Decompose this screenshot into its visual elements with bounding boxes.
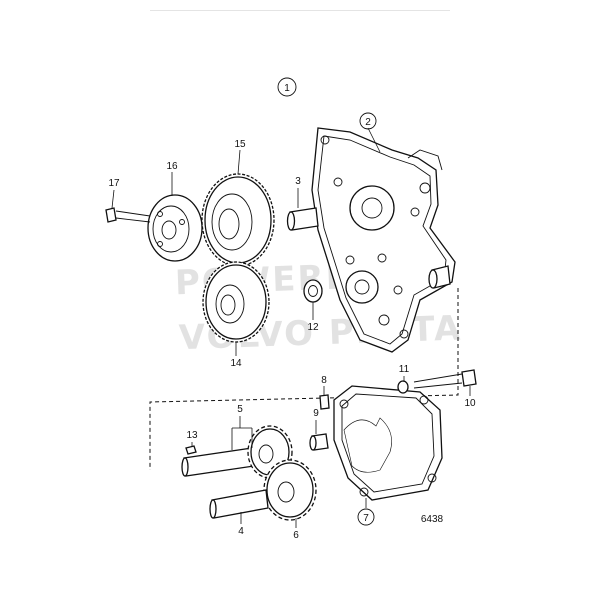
callout-3: 3 xyxy=(295,176,301,187)
callout-6: 6 xyxy=(293,530,299,541)
callout-17: 17 xyxy=(108,178,120,189)
part-7-pump-housing xyxy=(333,385,443,501)
part-16-hub xyxy=(147,194,203,262)
callout-15: 15 xyxy=(234,139,246,150)
right-bushing xyxy=(428,265,451,289)
timing-cover-plate xyxy=(311,127,456,353)
part-6-driven-gear xyxy=(263,459,317,521)
callout-12: 12 xyxy=(307,322,319,333)
assembly-frame xyxy=(149,288,459,470)
part-10-bolt xyxy=(413,369,477,389)
part-11-washer xyxy=(397,380,409,394)
callout-5: 5 xyxy=(237,404,243,415)
svg-text:2: 2 xyxy=(365,117,371,128)
reference-number: 6438 xyxy=(421,514,444,525)
part-13-key xyxy=(185,445,197,455)
part-15-camshaft-gear xyxy=(201,173,275,267)
callout-10: 10 xyxy=(464,398,476,409)
callout-9: 9 xyxy=(313,408,319,419)
leader-lines xyxy=(111,127,471,528)
view-number: 1 xyxy=(284,83,290,94)
callout-11: 11 xyxy=(399,364,410,375)
part-12-washer xyxy=(303,279,323,303)
callout-4: 4 xyxy=(238,526,244,537)
part-4-shaft xyxy=(209,489,269,519)
part-3-bushing xyxy=(286,207,319,231)
callout-16: 16 xyxy=(166,161,178,172)
svg-text:7: 7 xyxy=(363,513,369,524)
callout-8: 8 xyxy=(321,375,327,386)
callout-2: 2 xyxy=(359,112,377,130)
part-17-bolt xyxy=(105,207,151,223)
top-border-line xyxy=(150,10,450,11)
part-8-pin xyxy=(319,394,330,410)
callout-7: 7 xyxy=(357,508,375,526)
callouts: 2 3 4 5 6 7 8 9 10 11 12 13 14 15 16 17 xyxy=(108,112,476,541)
callout-14: 14 xyxy=(230,358,242,369)
callout-13: 13 xyxy=(186,430,198,441)
part-9-bushing xyxy=(309,433,329,451)
part-14-idler-gear xyxy=(202,261,270,343)
view-number-badge: 1 xyxy=(277,77,297,97)
